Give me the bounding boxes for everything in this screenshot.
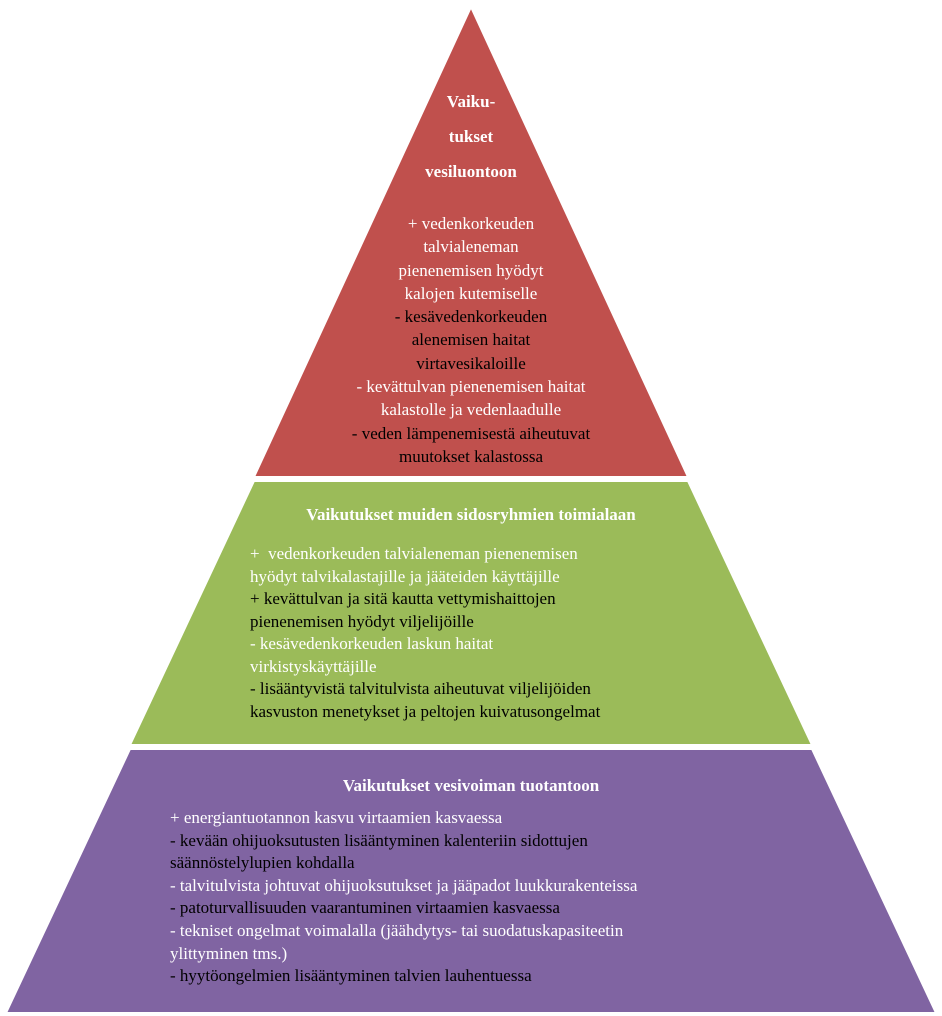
effect-line: virkistyskäyttäjille bbox=[250, 656, 377, 676]
effect-line: - hyytöongelmien lisääntyminen talvien l… bbox=[170, 966, 532, 986]
effect-line: - kevään ohijuoksutusten lisääntyminen k… bbox=[170, 830, 588, 850]
bottom-tier-title: Vaikutukset vesivoiman tuotantoon bbox=[200, 776, 742, 796]
effect-line: - veden lämpenemisestä aiheutuvat bbox=[351, 423, 591, 443]
effect-line: säännöstelylupien kohdalla bbox=[170, 853, 355, 873]
effect-line: + energiantuotannon kasvu virtaamien kas… bbox=[170, 808, 503, 827]
effect-line: pienenemisen hyödyt bbox=[398, 260, 544, 280]
middle-tier-effects-list: + vedenkorkeuden talvialeneman pienenemi… bbox=[250, 543, 710, 723]
effect-line: muutokset kalastossa bbox=[398, 446, 543, 466]
effect-line: pienenemisen hyödyt viljelijöille bbox=[250, 611, 474, 631]
effect-line: - kesävedenkorkeuden laskun haitat bbox=[250, 634, 494, 653]
effect-line: + kevättulvan ja sitä kautta vettymishai… bbox=[250, 589, 556, 608]
middle-tier-title-line: Vaikutukset muiden sidosryhmien toimiala… bbox=[306, 505, 636, 524]
effect-line: virtavesikaloille bbox=[416, 353, 526, 373]
bottom-tier-title-line: Vaikutukset vesivoiman tuotantoon bbox=[342, 776, 600, 795]
top-tier-title-line: tukset bbox=[448, 127, 494, 146]
effect-line: + vedenkorkeuden talvialeneman pienenemi… bbox=[250, 544, 578, 563]
middle-tier-title: Vaikutukset muiden sidosryhmien toimiala… bbox=[160, 505, 782, 525]
effect-line: alenemisen haitat bbox=[411, 330, 531, 350]
effect-line: kalastolle ja vedenlaadulle bbox=[380, 400, 562, 420]
effect-line: hyödyt talvikalastajille ja jääteiden kä… bbox=[250, 566, 560, 586]
top-tier-title-line: Vaiku- bbox=[446, 92, 496, 111]
effect-line: - patoturvallisuuden vaarantuminen virta… bbox=[170, 898, 560, 918]
top-tier-title: Vaiku- tukset vesiluontoon bbox=[371, 84, 571, 189]
top-tier-effects-list: + vedenkorkeuden talvialeneman pienenemise… bbox=[261, 212, 681, 468]
middle-tier-trapezoid bbox=[128, 480, 814, 746]
effect-line: kasvuston menetykset ja peltojen kuivatu… bbox=[250, 701, 601, 721]
effect-line: - kesävedenkorkeuden bbox=[394, 307, 548, 327]
effect-line: - tekniset ongelmat voimalalla (jäähdyty… bbox=[170, 920, 624, 940]
top-tier-title-line: vesiluontoon bbox=[425, 162, 517, 181]
top-tier-triangle bbox=[252, 4, 690, 478]
effect-line: - talvitulvista johtuvat ohijuoksutukset… bbox=[170, 875, 638, 895]
effect-line: - lisääntyvistä talvitulvista aiheutuvat… bbox=[250, 679, 591, 698]
effect-line: kalojen kutemiselle bbox=[404, 283, 538, 303]
effect-line: talvialeneman bbox=[423, 237, 519, 257]
effect-line: ylittyminen tms.) bbox=[170, 943, 288, 963]
effect-line: + vedenkorkeuden bbox=[407, 214, 535, 233]
effect-line: - kevättulvan pienenemisen haitat bbox=[356, 377, 586, 397]
bottom-tier-effects-list: + energiantuotannon kasvu virtaamien kas… bbox=[170, 807, 770, 988]
bottom-tier-trapezoid bbox=[4, 748, 938, 1014]
